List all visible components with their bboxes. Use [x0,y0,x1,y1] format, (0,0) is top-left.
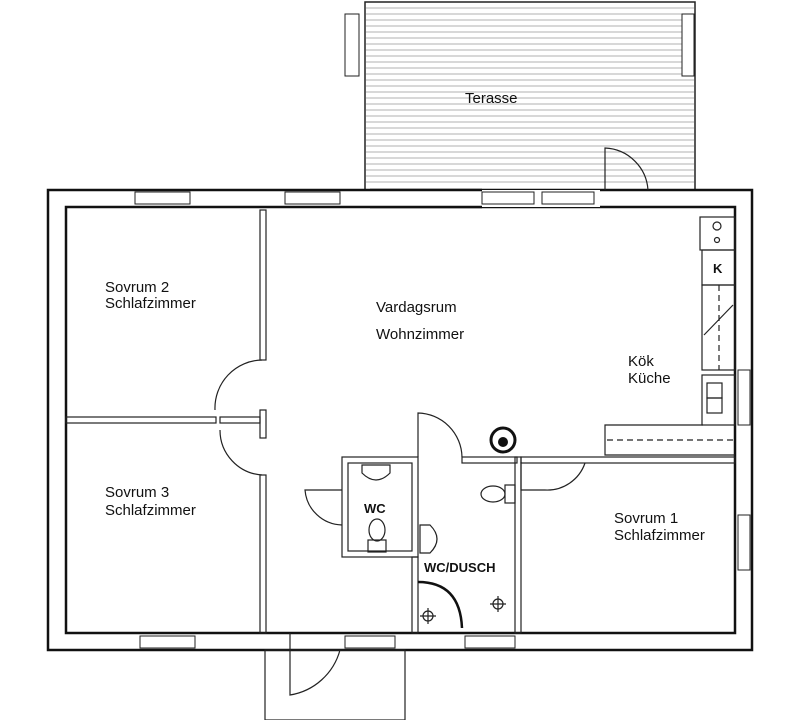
interior-walls [65,209,736,720]
kitchen-counter [604,216,736,456]
floor-drain-icon [490,596,506,612]
stove-icon [489,426,517,454]
living-room-label-de: Wohnzimmer [376,326,464,343]
wc-shower-label: WC/DUSCH [424,560,496,575]
kitchen-cabinet-label: K [713,261,723,276]
kitchen-label-sv: Kök [628,353,654,370]
bedroom1-label-de: Schlafzimmer [614,527,705,544]
terrace-rail [681,13,695,77]
bedroom3-label-sv: Sovrum 3 [105,484,169,501]
terrace [344,1,696,191]
kitchen-label-de: Küche [628,370,671,387]
living-room-label-sv: Vardagsrum [376,299,457,316]
terrace-door[interactable] [604,147,649,191]
outer-wall [46,188,754,652]
sink-icon [361,464,391,481]
terrace-label: Terasse [465,90,518,107]
toilet-icon [367,518,387,553]
inner-wall [64,205,737,635]
bedroom2-label-sv: Sovrum 2 [105,279,169,296]
sink-icon [419,524,438,554]
floor-drain-icon [420,608,436,624]
windows [134,188,751,649]
terrace-bench [344,13,360,77]
bedroom3-label-de: Schlafzimmer [105,502,196,519]
toilet-icon [480,484,516,504]
terrace-decking [366,7,694,183]
bedroom1-label-sv: Sovrum 1 [614,510,678,527]
wc-label: WC [364,501,386,516]
bedroom2-label-de: Schlafzimmer [105,295,196,312]
